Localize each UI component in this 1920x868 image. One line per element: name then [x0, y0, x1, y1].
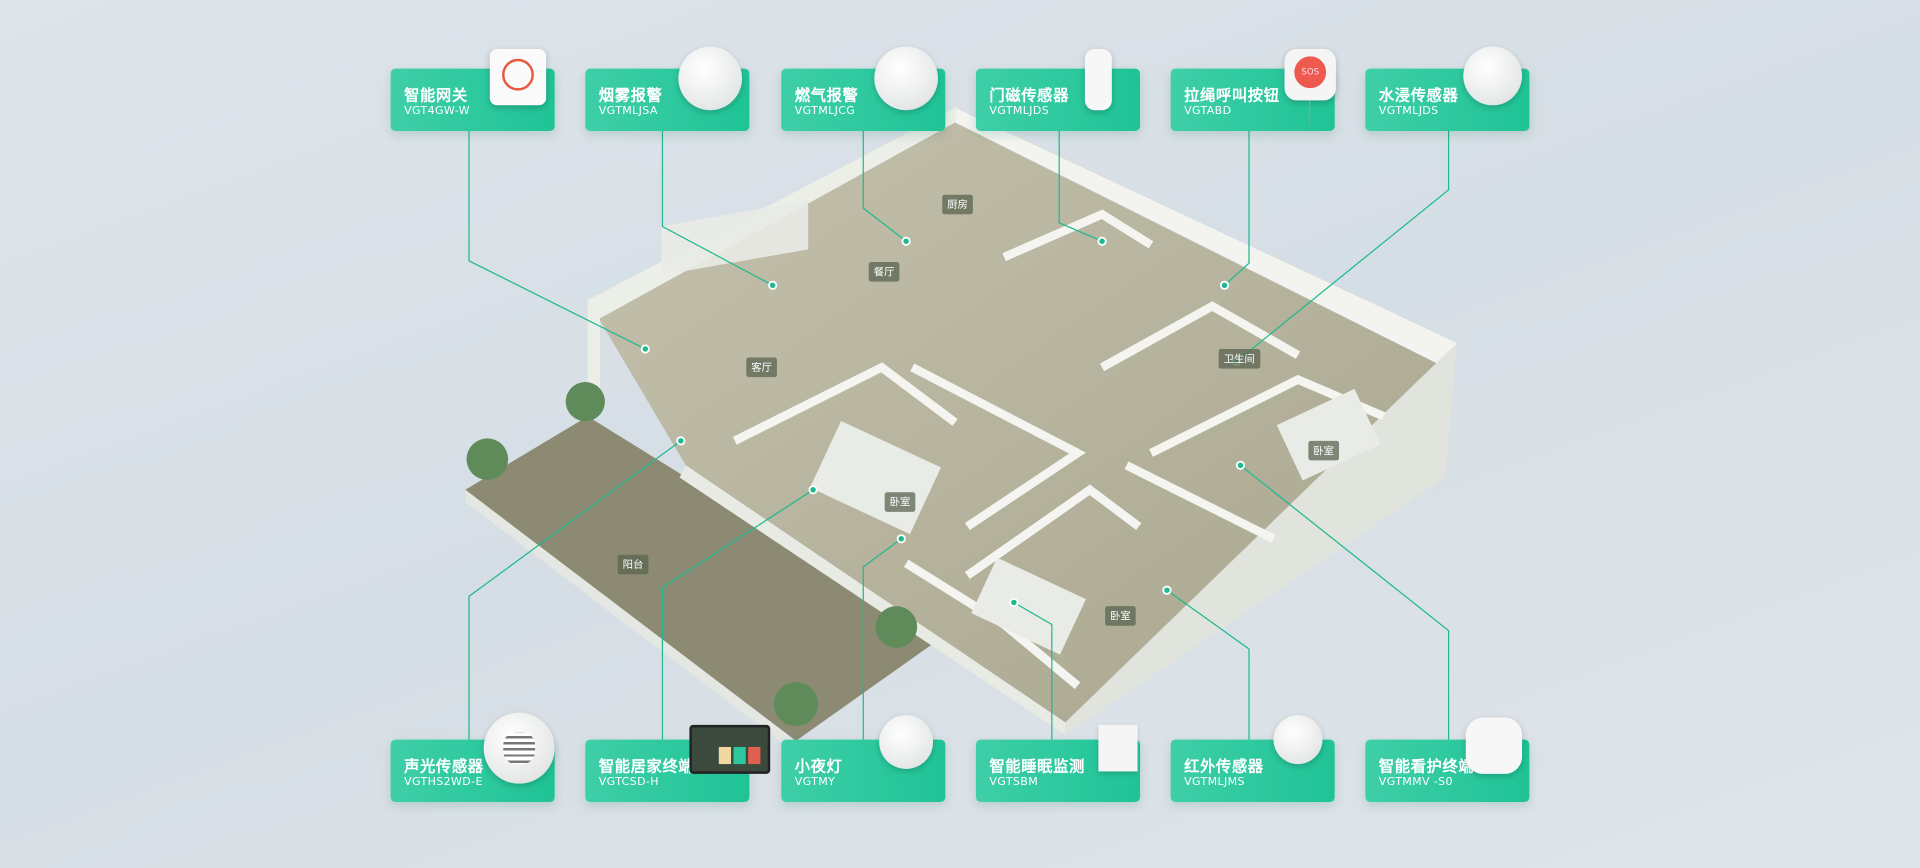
pir-sensor-icon — [1273, 715, 1323, 765]
water-sensor-icon — [1463, 46, 1523, 106]
night-light-icon — [879, 715, 934, 769]
door-sensor-icon — [1084, 48, 1112, 111]
room-label-bathroom: 卫生间 — [1218, 348, 1260, 369]
room-label-bedroom: 卧室 — [1308, 440, 1340, 461]
balcony-floor — [465, 416, 943, 741]
room-label-living: 客厅 — [746, 357, 777, 378]
room-label-bedroom: 卧室 — [884, 492, 916, 512]
room-label-bedroom: 卧室 — [1105, 606, 1136, 626]
tablet-icon — [689, 724, 771, 774]
smoke-alarm-icon — [678, 46, 743, 111]
sos-button-icon: SOS — [1284, 48, 1336, 125]
room-label-dining: 餐厅 — [868, 262, 900, 282]
gas-alarm-icon — [874, 46, 938, 111]
care-terminal-icon — [1465, 717, 1523, 774]
gateway-icon — [489, 48, 547, 106]
sleep-monitor-icon — [1098, 724, 1138, 772]
room-label-kitchen: 厨房 — [942, 194, 973, 215]
leader-lines — [468, 131, 1450, 740]
siren-icon — [483, 712, 555, 784]
room-label-balcony: 阳台 — [617, 554, 649, 575]
